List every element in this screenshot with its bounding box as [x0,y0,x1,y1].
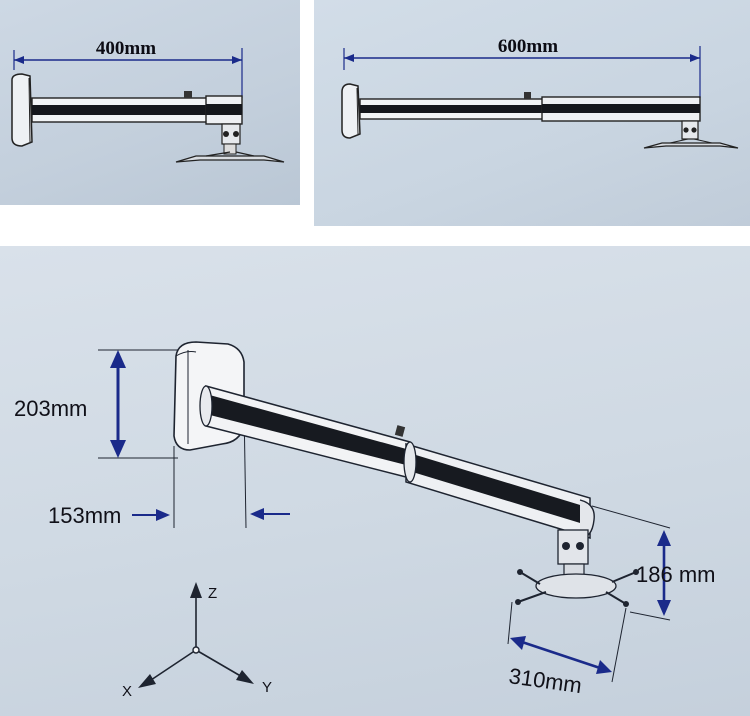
axis-label-x: X [122,683,132,700]
dimension-span [507,601,627,683]
arm-tube [31,91,243,125]
wall-plate [341,83,361,139]
dimension-label-600: 600mm [498,36,558,57]
dimension-drop [591,505,671,621]
dimension-label-span: 310mm [507,663,583,698]
arm-tube [199,385,595,540]
dimension-depth [132,405,290,529]
panel-extension-600: 600mm [314,0,750,226]
axis-label-z: Z [208,585,217,602]
projector-bracket [515,529,639,607]
dimension-line-600 [343,46,701,98]
projector-bracket [643,120,739,149]
dimension-label-drop: 186 mm [636,562,715,587]
dimension-label-depth: 153mm [48,503,121,528]
diagram-arm-400: 400mm [11,38,285,163]
projector-bracket [175,123,285,163]
arm-tube [359,92,701,122]
panel-extension-400: 400mm [0,0,300,205]
axes-indicator [138,582,254,688]
panel-perspective-view: 203mm 153mm [0,246,750,716]
dimension-line-400 [13,48,243,98]
axis-label-y: Y [262,679,272,696]
dimension-label-height: 203mm [14,396,87,421]
diagram-arm-perspective: 203mm 153mm [14,341,715,700]
wall-plate [11,73,33,147]
dimension-label-400: 400mm [96,38,156,59]
diagram-arm-600: 600mm [341,36,739,149]
dimension-height [98,349,178,459]
